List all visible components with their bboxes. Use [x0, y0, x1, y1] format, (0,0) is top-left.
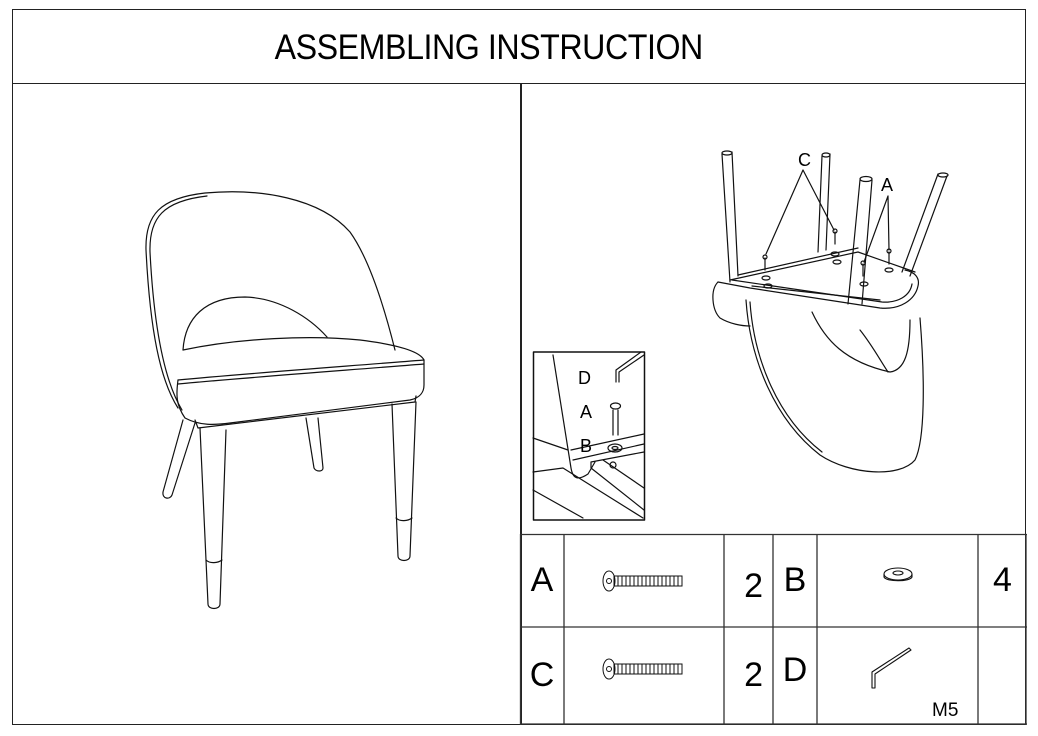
callout-a-lines: [863, 195, 890, 263]
allen-key-icon: [817, 627, 978, 724]
chair-leg-back-left: [162, 419, 196, 499]
bolt-icon: [564, 622, 724, 715]
upside-down-chair-illustration: [712, 150, 949, 473]
chair-shell: [745, 299, 924, 473]
washer-icon: [817, 528, 978, 621]
part-qty-b: 4: [993, 561, 1012, 599]
part-qty-a: 2: [744, 567, 763, 605]
chair-backrest: [145, 191, 396, 409]
chair-seat: [182, 337, 425, 361]
callout-c-lines: [765, 169, 835, 255]
chair-leg-front-left: [199, 427, 227, 610]
table-grid: [519, 533, 1027, 725]
part-qty-d: [978, 627, 1027, 724]
chair-leg-front-right: [391, 401, 417, 562]
backrest-opening: [182, 296, 328, 351]
panel-divider: [520, 84, 522, 725]
page-title: ASSEMBLING INSTRUCTION: [274, 28, 704, 67]
leg-4: [901, 173, 948, 277]
inset-label-a: A: [580, 402, 593, 422]
leg-1: [721, 151, 739, 283]
bolt-icon: [564, 534, 724, 627]
leg-3: [847, 179, 873, 305]
part-qty-c: 2: [744, 656, 763, 694]
callout-a-label: A: [881, 175, 894, 195]
allen-key-size-label: M5: [932, 700, 959, 721]
part-letter-d: D: [782, 651, 808, 689]
inset-label-b: B: [580, 436, 593, 456]
chair-leg-back-right: [305, 417, 324, 472]
part-letter-b: B: [783, 561, 807, 599]
part-letter-c: C: [529, 656, 555, 694]
assembled-chair-illustration: [145, 191, 425, 610]
title-bar: ASSEMBLING INSTRUCTION: [12, 9, 1026, 84]
inset-label-d: D: [578, 368, 591, 388]
part-letter-a: A: [530, 561, 554, 599]
page-frame: [12, 9, 1026, 725]
callout-c-label: C: [798, 150, 811, 170]
detail-inset: [532, 351, 646, 521]
parts-table: A 2 B 4 C: [519, 533, 1027, 725]
